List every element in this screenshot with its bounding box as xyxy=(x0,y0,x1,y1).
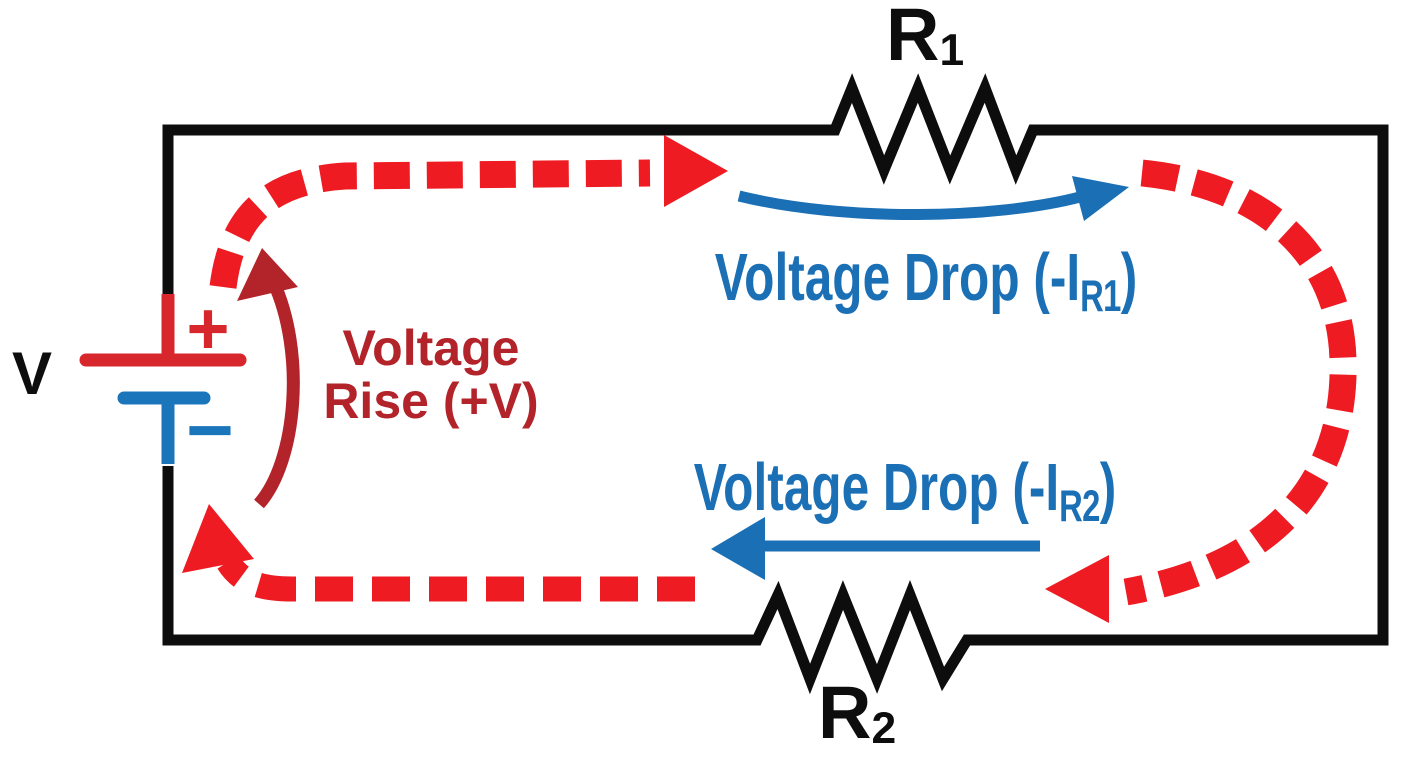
drop-r2-text: Voltage Drop (-I xyxy=(693,450,1060,525)
r2-base: R xyxy=(818,671,872,754)
kvl-loop-bottom-arrowhead xyxy=(182,504,254,573)
battery-minus-sign: − xyxy=(186,385,234,476)
r1-base: R xyxy=(886,0,940,76)
drop-r2-close: ) xyxy=(1099,450,1117,525)
kvl-loop-right-arrowhead xyxy=(1045,555,1109,623)
voltage-source-label: V xyxy=(12,340,53,407)
voltage-rise-line2: Rise (+V) xyxy=(323,373,539,429)
voltage-drop-r1-label: Voltage Drop (-IR1) xyxy=(689,244,1163,319)
voltage-rise-line1: Voltage xyxy=(342,320,520,376)
drop-r1-text: Voltage Drop (-I xyxy=(714,240,1081,315)
resistor-r1-label: R1 xyxy=(886,0,965,76)
drop-r2-subscript: R2 xyxy=(1059,482,1100,532)
r1-subscript: 1 xyxy=(939,26,965,76)
r2-subscript: 2 xyxy=(871,704,897,754)
kvl-loop-bottom-segment xyxy=(217,554,695,602)
kvl-loop-top-arrowhead xyxy=(664,135,728,207)
voltage-drop-r2-label: Voltage Drop (-IR2) xyxy=(668,454,1142,529)
circuit-wire-outline xyxy=(162,73,1389,695)
kvl-loop-top-segment xyxy=(209,159,651,289)
voltage-rise-arrow xyxy=(253,278,300,509)
battery-plus-sign: + xyxy=(186,287,230,370)
kvl-loop-right-segment xyxy=(1123,159,1357,606)
voltage-drop-r2-arrowhead xyxy=(711,517,765,580)
resistor-r2-label: R2 xyxy=(818,676,897,754)
drop-r1-close: ) xyxy=(1120,240,1138,315)
drop-r1-subscript: R1 xyxy=(1080,272,1121,322)
voltage-drop-r1-arrow xyxy=(737,190,1082,220)
voltage-drop-r1-arrowhead xyxy=(1072,176,1129,221)
voltage-rise-arrowhead xyxy=(237,248,298,301)
